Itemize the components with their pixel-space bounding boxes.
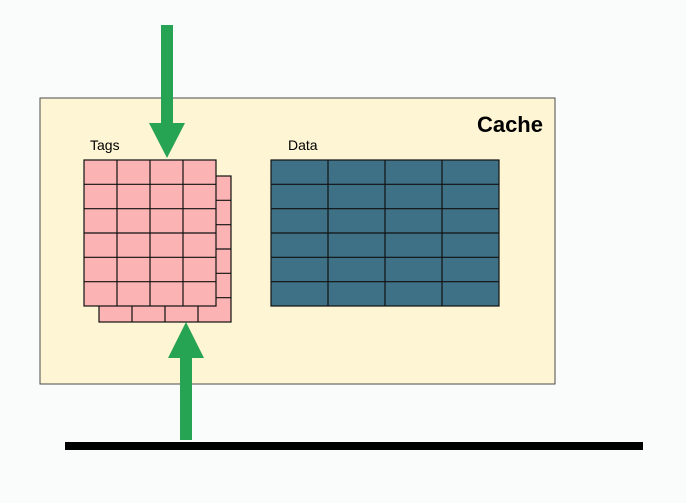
cache-label: Cache — [477, 112, 543, 137]
arrow-up-icon — [168, 322, 204, 440]
memory-bus-line — [65, 442, 643, 450]
arrow-down-icon — [149, 25, 185, 158]
tags-label: Tags — [90, 137, 120, 153]
data-array — [270, 159, 500, 307]
data-label: Data — [288, 137, 318, 153]
tags-array — [83, 159, 217, 307]
